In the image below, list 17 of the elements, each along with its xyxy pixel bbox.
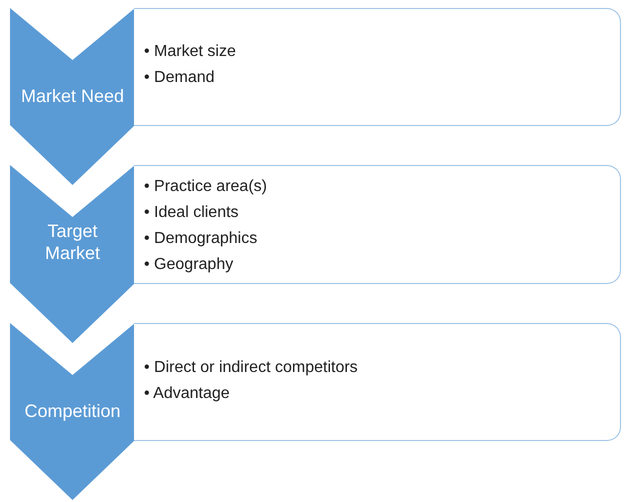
bullet-item: • Market size bbox=[144, 42, 236, 62]
bullet-item: • Geography bbox=[144, 255, 234, 275]
detail-panel bbox=[134, 323, 621, 441]
chevron-shape bbox=[10, 165, 135, 343]
chevron-shape bbox=[10, 323, 135, 500]
stage-label: Market Need bbox=[20, 85, 126, 107]
detail-panel bbox=[134, 8, 621, 126]
stage-label: Competition bbox=[23, 400, 122, 422]
bullet-item: • Direct or indirect competitors bbox=[144, 358, 358, 378]
bullet-item: • Demographics bbox=[144, 229, 258, 249]
stage-label: Target Market bbox=[44, 220, 101, 264]
bullet-item: • Advantage bbox=[144, 384, 231, 404]
chevron-shape bbox=[10, 8, 135, 185]
detail-panel bbox=[134, 165, 621, 284]
bullet-item: • Demand bbox=[144, 68, 216, 88]
bullet-item: • Ideal clients bbox=[144, 203, 240, 223]
bullet-item: • Practice area(s) bbox=[144, 177, 267, 197]
